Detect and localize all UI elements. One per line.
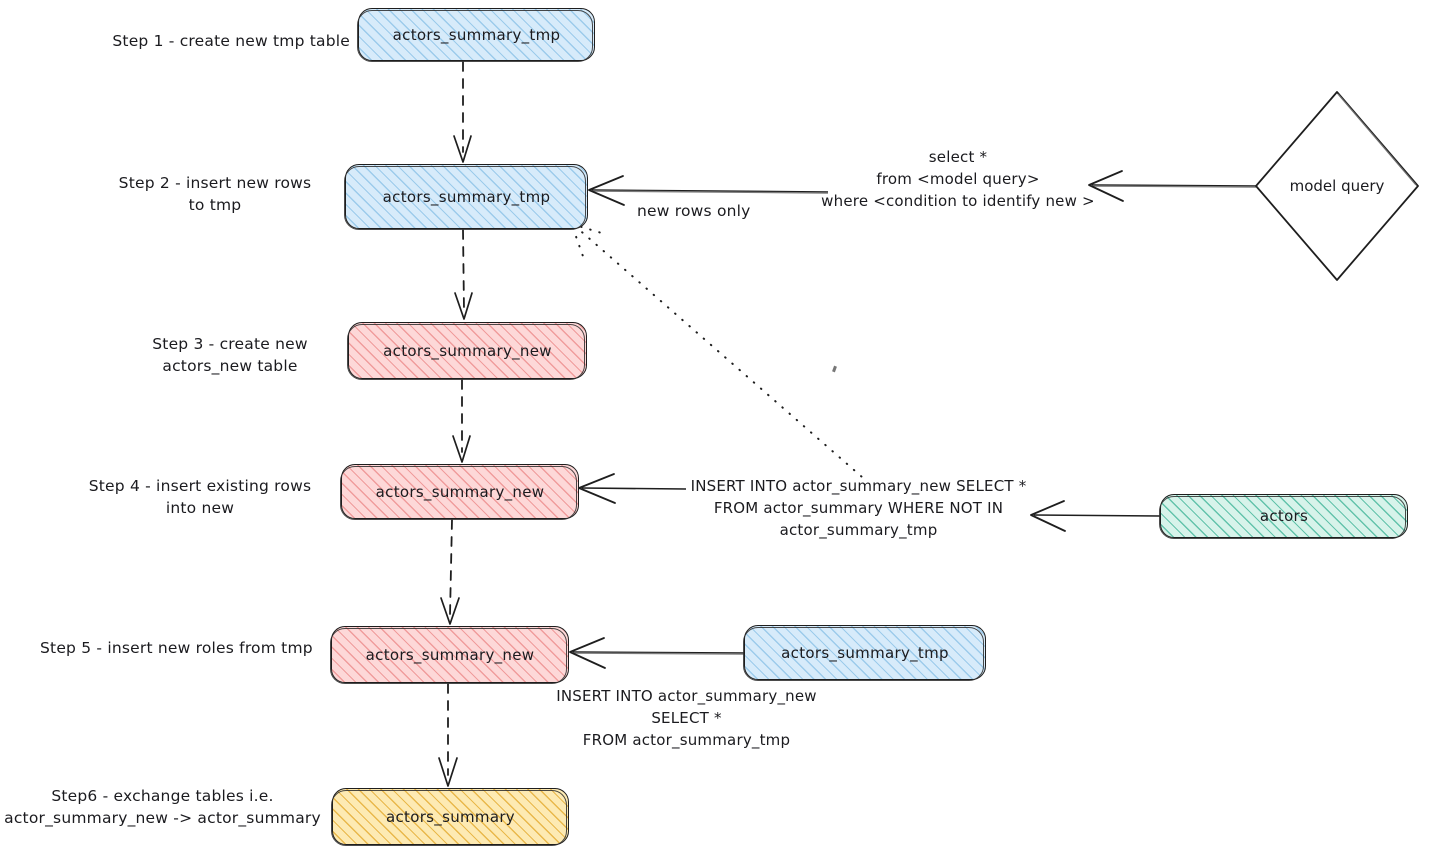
- step2-label: Step 2 - insert new rows to tmp: [118, 174, 312, 215]
- edge-insert-existing: [578, 473, 687, 504]
- edge-step3-to-step4: [452, 379, 471, 463]
- step4-label: Step 4 - insert existing rows into new: [88, 477, 312, 518]
- node-new-step5[interactable]: actors_summary_new: [330, 626, 569, 684]
- node-model-query[interactable]: model query: [1252, 88, 1422, 284]
- node-tmp-step1-label: actors_summary_tmp: [392, 25, 561, 44]
- node-model-query-label: model query: [1289, 177, 1385, 195]
- edge-label-model-query-sql: select * from <model query> where <condi…: [821, 148, 1095, 210]
- node-summary-step6-label: actors_summary: [386, 807, 515, 826]
- node-tmp-step2[interactable]: actors_summary_tmp: [344, 164, 588, 230]
- edge-label-insert-existing-sql: INSERT INTO actor_summary_new SELECT * F…: [690, 477, 1027, 539]
- node-new-step3[interactable]: actors_summary_new: [347, 322, 587, 380]
- edge-label-new-rows-only: new rows only: [637, 202, 751, 220]
- edge-model-query: [1088, 170, 1257, 202]
- diamond-shape: [1255, 91, 1419, 281]
- edge-step1-to-step2: [453, 61, 472, 163]
- edge-step2-to-step3: [454, 229, 473, 320]
- edge-label-insert-new-roles-sql: INSERT INTO actor_summary_new SELECT * F…: [556, 687, 817, 749]
- node-actors-source[interactable]: actors: [1159, 494, 1408, 539]
- edge-step5-to-step6: [438, 683, 458, 787]
- node-tmp-step2-label: actors_summary_tmp: [382, 187, 551, 206]
- node-new-step4[interactable]: actors_summary_new: [340, 464, 579, 520]
- node-tmp-source-step5-label: actors_summary_tmp: [781, 643, 949, 662]
- step5-label: Step 5 - insert new roles from tmp: [40, 639, 313, 657]
- node-new-step4-label: actors_summary_new: [375, 482, 545, 501]
- node-new-step5-label: actors_summary_new: [365, 645, 535, 664]
- edge-step4-to-step5: [440, 519, 460, 625]
- node-new-step3-label: actors_summary_new: [383, 341, 552, 360]
- step6-label: Step6 - exchange tables i.e. actor_summa…: [4, 787, 321, 828]
- step1-label: Step 1 - create new tmp table: [112, 32, 350, 50]
- node-summary-step6[interactable]: actors_summary: [331, 788, 569, 846]
- stray-mark: [832, 365, 837, 373]
- edge-dotted-step2-to-insert: [571, 223, 863, 478]
- node-tmp-step1[interactable]: actors_summary_tmp: [357, 8, 595, 62]
- step3-label: Step 3 - create new actors_new table: [152, 335, 308, 376]
- node-tmp-source-step5[interactable]: actors_summary_tmp: [743, 625, 986, 681]
- edge-tmp-to-step5: [569, 637, 745, 669]
- edge-actors-source: [1030, 500, 1161, 532]
- node-actors-source-label: actors: [1259, 507, 1309, 525]
